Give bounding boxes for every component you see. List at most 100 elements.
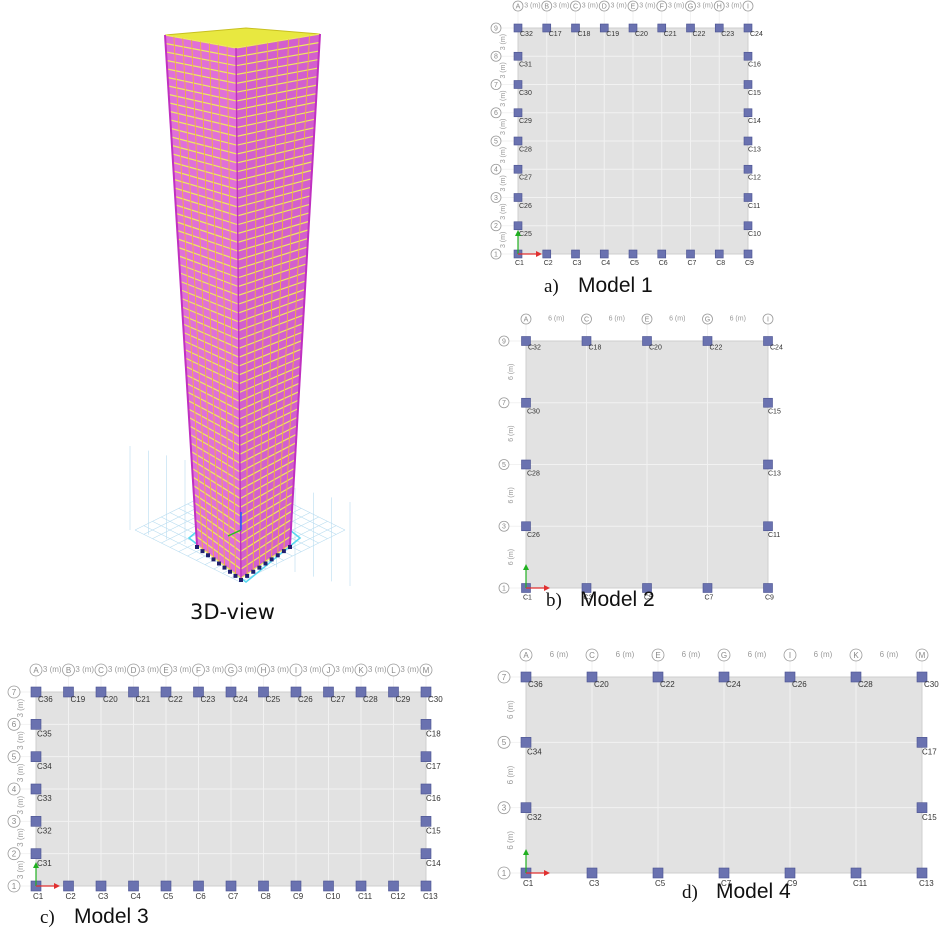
grid-bubble-x bbox=[581, 313, 592, 325]
column-label: C29 bbox=[519, 118, 532, 125]
column-marker bbox=[520, 802, 532, 813]
column-label: C30 bbox=[924, 680, 939, 689]
grid-bubble-x bbox=[849, 648, 863, 662]
base-support bbox=[222, 565, 227, 570]
grid-label-x: I bbox=[767, 316, 769, 323]
column-marker bbox=[513, 80, 523, 89]
column-label: C11 bbox=[853, 879, 868, 888]
column-marker bbox=[521, 521, 531, 532]
column-label: C13 bbox=[919, 879, 934, 888]
grid-bubble-y bbox=[490, 50, 502, 62]
column-marker bbox=[128, 686, 139, 698]
grid-label-x: E bbox=[631, 3, 636, 10]
grid-bubble-x bbox=[224, 663, 238, 677]
column-marker bbox=[628, 23, 638, 33]
column-marker bbox=[420, 816, 432, 827]
column-label: C13 bbox=[748, 146, 761, 153]
column-label: C9 bbox=[787, 879, 798, 888]
base-support bbox=[263, 561, 268, 566]
dimension-label-x: 6 (m) bbox=[730, 315, 746, 322]
column-label: C32 bbox=[528, 345, 541, 352]
dimension-label-x: 3 (m) bbox=[75, 665, 94, 674]
column-marker bbox=[642, 583, 652, 593]
dimension-label-x: 3 (m) bbox=[238, 665, 257, 674]
grid-bubble-y bbox=[497, 735, 511, 749]
column-marker bbox=[743, 164, 753, 174]
column-marker bbox=[63, 686, 74, 698]
dimension-label-x: 3 (m) bbox=[43, 665, 62, 674]
column-marker bbox=[513, 108, 523, 118]
column-marker bbox=[355, 686, 367, 698]
column-marker bbox=[743, 80, 753, 89]
dimension-label-y: 3 (m) bbox=[500, 203, 507, 219]
dimension-label-y: 3 (m) bbox=[500, 147, 507, 163]
column-line bbox=[226, 46, 236, 574]
model-4-caption: d)Model 4 bbox=[682, 880, 791, 903]
x-axis-arrowhead bbox=[54, 883, 60, 889]
grid-bubble-y bbox=[497, 801, 511, 815]
column-marker bbox=[784, 867, 796, 879]
column-label: C33 bbox=[37, 794, 52, 803]
dimension-label-x: 3 (m) bbox=[400, 665, 419, 674]
grid-label-x: B bbox=[544, 3, 549, 10]
column-label: C5 bbox=[644, 595, 653, 602]
column-marker bbox=[850, 867, 862, 879]
grid-label-y: 3 bbox=[502, 803, 507, 812]
column-line bbox=[191, 39, 214, 558]
column-marker bbox=[258, 686, 269, 698]
column-label: C25 bbox=[266, 695, 281, 704]
column-marker bbox=[599, 249, 609, 259]
column-label: C32 bbox=[527, 813, 542, 822]
grid-bubble-y bbox=[7, 814, 21, 828]
column-marker bbox=[160, 880, 172, 892]
dimension-label-x: 6 (m) bbox=[548, 315, 564, 322]
dimension-label-y: 6 (m) bbox=[508, 549, 515, 565]
column-label: C30 bbox=[527, 409, 540, 416]
column-marker bbox=[586, 671, 598, 683]
grid-bubble-x bbox=[29, 663, 43, 677]
grid-bubble-y bbox=[490, 248, 502, 260]
base-support bbox=[245, 573, 250, 578]
column-marker bbox=[388, 686, 399, 698]
column-marker bbox=[420, 783, 432, 795]
base-support bbox=[251, 569, 256, 574]
grid-label-y: 1 bbox=[494, 251, 498, 258]
column-label: C7 bbox=[688, 260, 697, 267]
column-marker bbox=[628, 249, 638, 259]
column-label: C22 bbox=[168, 695, 183, 704]
column-label: C34 bbox=[37, 762, 52, 771]
column-marker bbox=[30, 751, 42, 762]
grid-bubble-x bbox=[127, 663, 140, 677]
column-label: C3 bbox=[98, 892, 109, 901]
column-label: C20 bbox=[103, 695, 118, 704]
column-marker bbox=[718, 671, 730, 683]
column-label: C14 bbox=[748, 118, 761, 125]
y-axis-arrowhead bbox=[515, 230, 521, 236]
grid-bubble-x bbox=[512, 0, 524, 12]
grid-bubble-y bbox=[7, 750, 21, 764]
column-marker bbox=[916, 737, 928, 748]
column-label: C3 bbox=[584, 595, 593, 602]
dimension-label-x: 6 (m) bbox=[609, 315, 625, 322]
column-label: C6 bbox=[659, 260, 668, 267]
grid-bubble-y bbox=[7, 717, 21, 731]
column-label: C3 bbox=[589, 879, 600, 888]
grid-bubble-y bbox=[490, 220, 502, 232]
grid-label-x: E bbox=[163, 666, 168, 675]
column-marker bbox=[743, 193, 753, 202]
column-marker bbox=[95, 686, 107, 698]
grid-bubble-x bbox=[585, 648, 599, 662]
grid-label-x: D bbox=[131, 666, 137, 675]
dimension-label-x: 3 (m) bbox=[725, 2, 741, 9]
column-label: C28 bbox=[527, 470, 540, 477]
dimension-label-x: 6 (m) bbox=[550, 650, 569, 659]
dimension-label-y: 3 (m) bbox=[500, 34, 507, 50]
grid-bubble-x bbox=[641, 313, 653, 325]
column-label: C7 bbox=[228, 892, 239, 901]
column-line bbox=[252, 44, 258, 570]
column-marker bbox=[520, 671, 532, 683]
column-marker bbox=[521, 336, 531, 346]
column-label: C24 bbox=[233, 695, 248, 704]
column-label: C11 bbox=[358, 892, 373, 901]
